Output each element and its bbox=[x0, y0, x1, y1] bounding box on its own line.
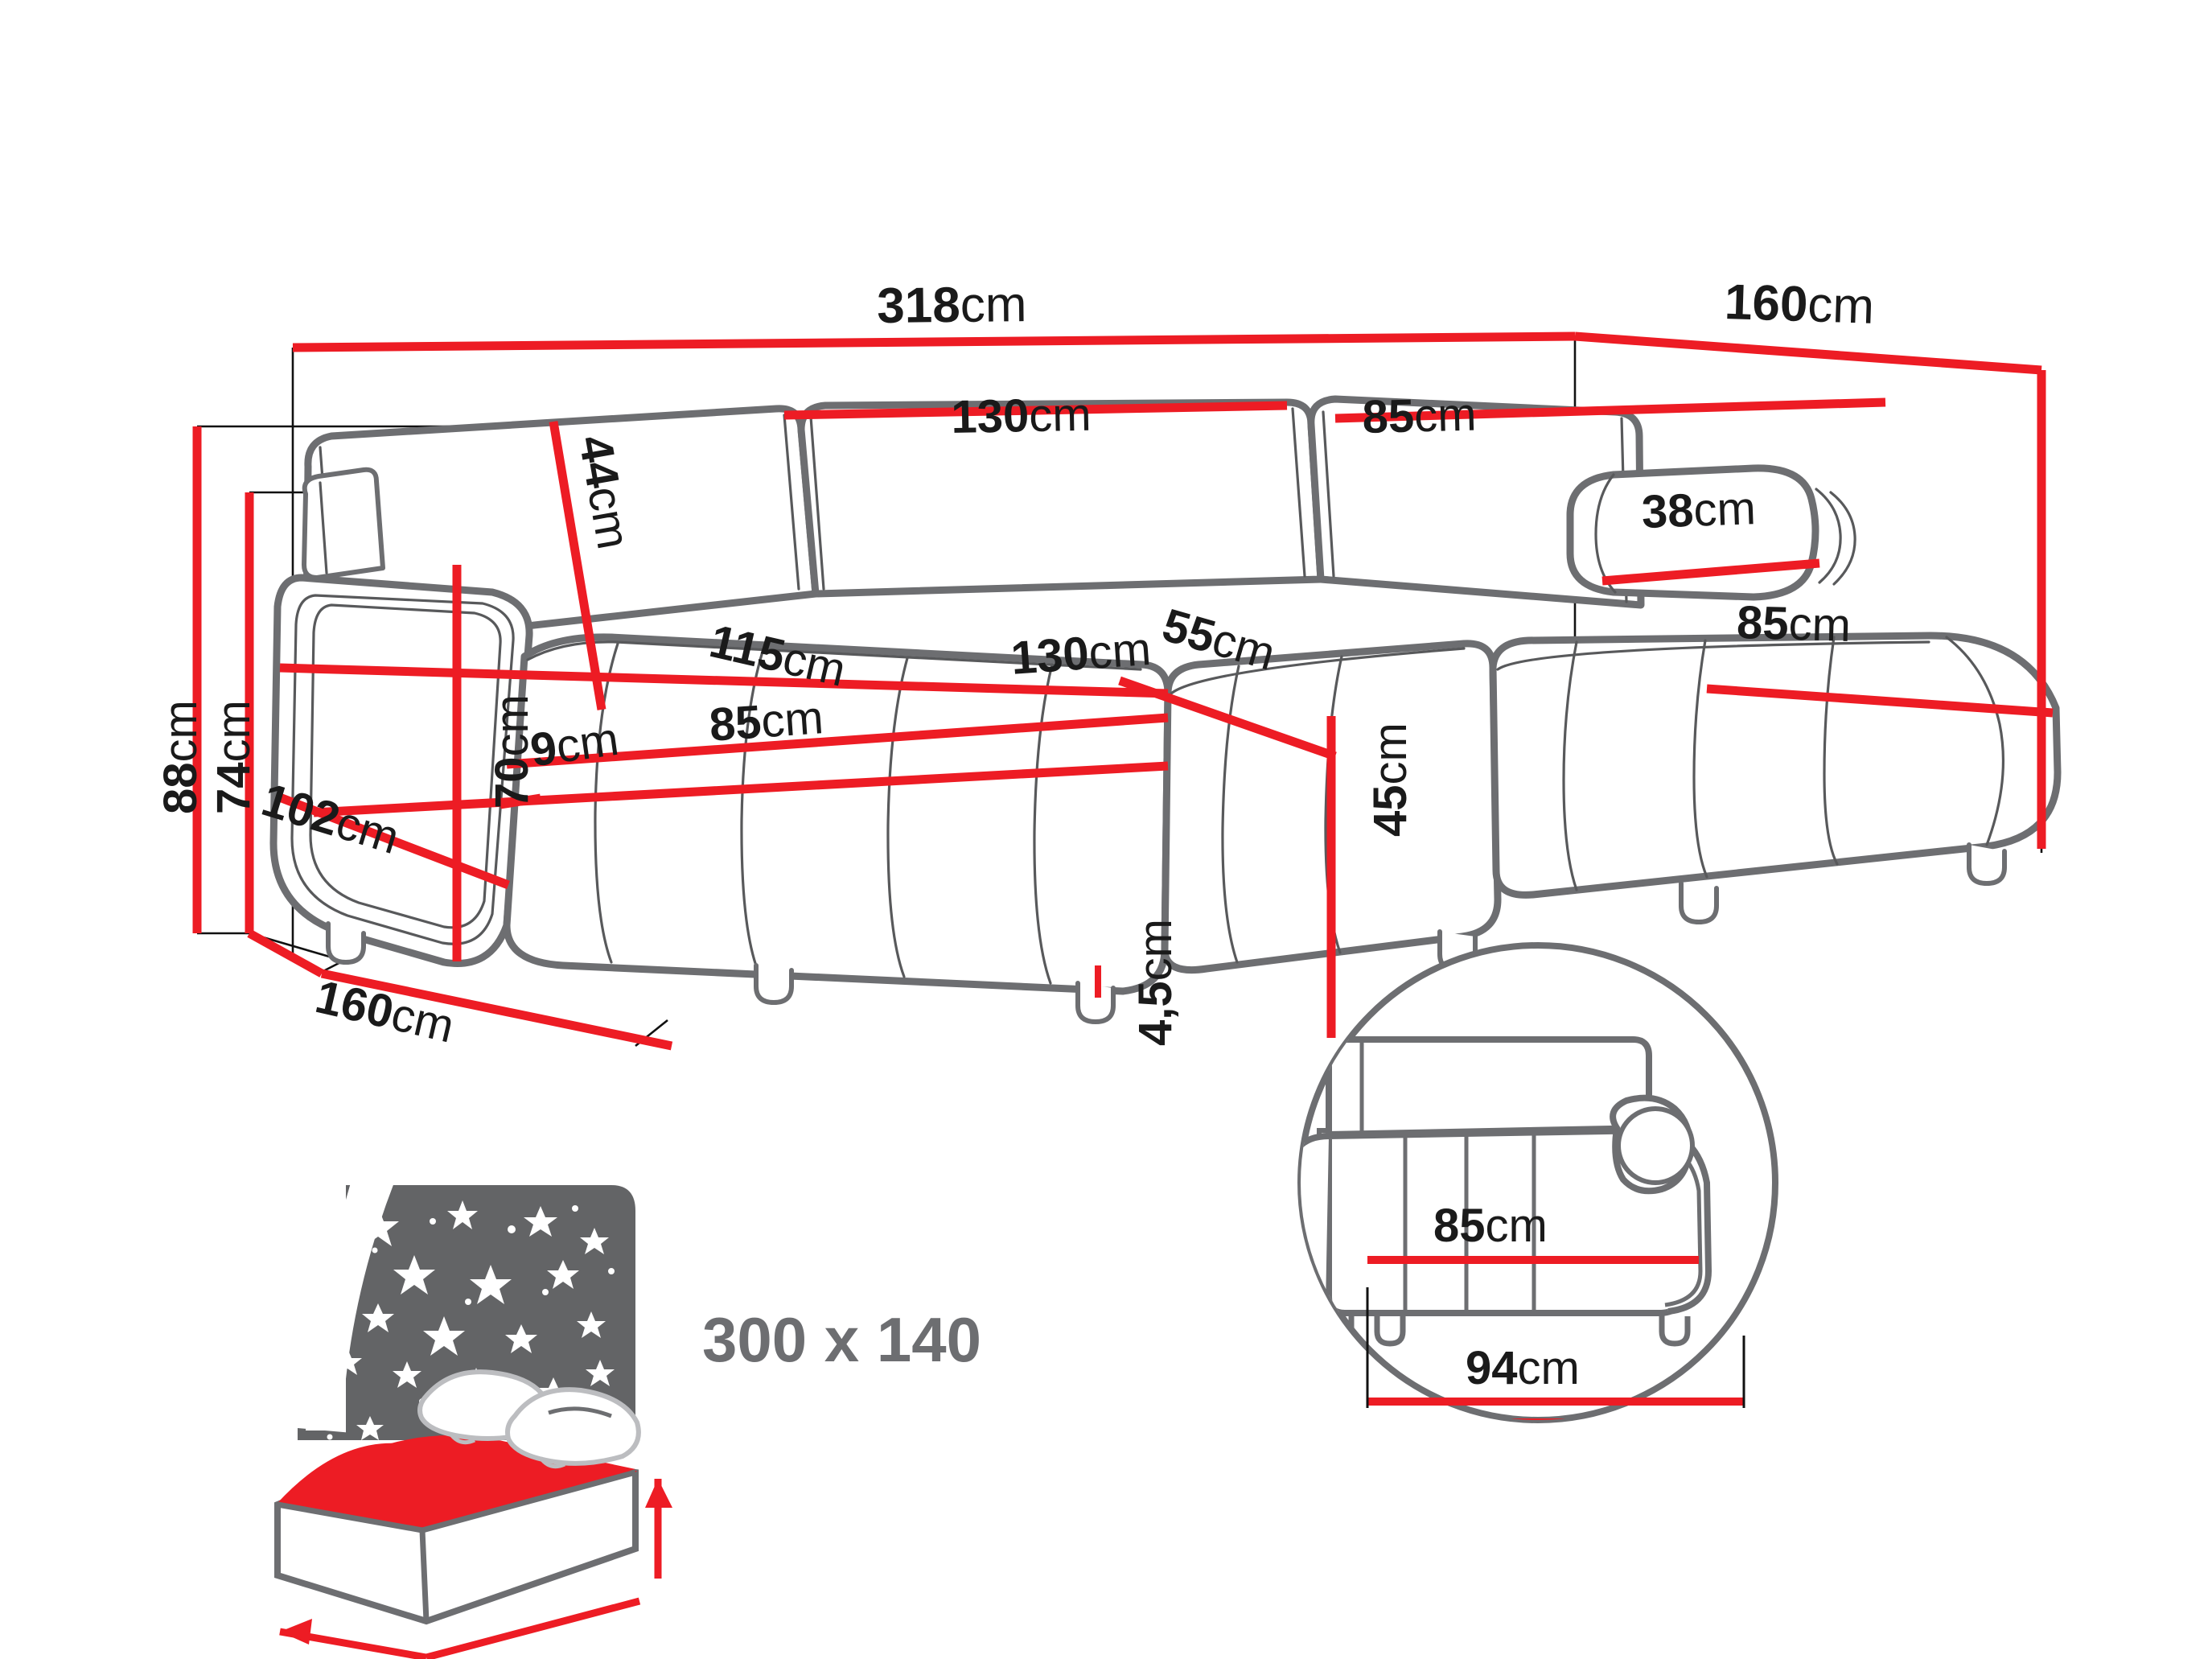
dim-detail-seat-depth: 85cm bbox=[1433, 1200, 1548, 1252]
stars-group bbox=[302, 1200, 615, 1440]
sofa-legs bbox=[326, 842, 2007, 1024]
sleeping-area-label: 300 x 140 bbox=[702, 1304, 982, 1375]
dimension-lines-red bbox=[192, 331, 2054, 1051]
dim-detail-base-depth: 94cm bbox=[1466, 1342, 1580, 1394]
